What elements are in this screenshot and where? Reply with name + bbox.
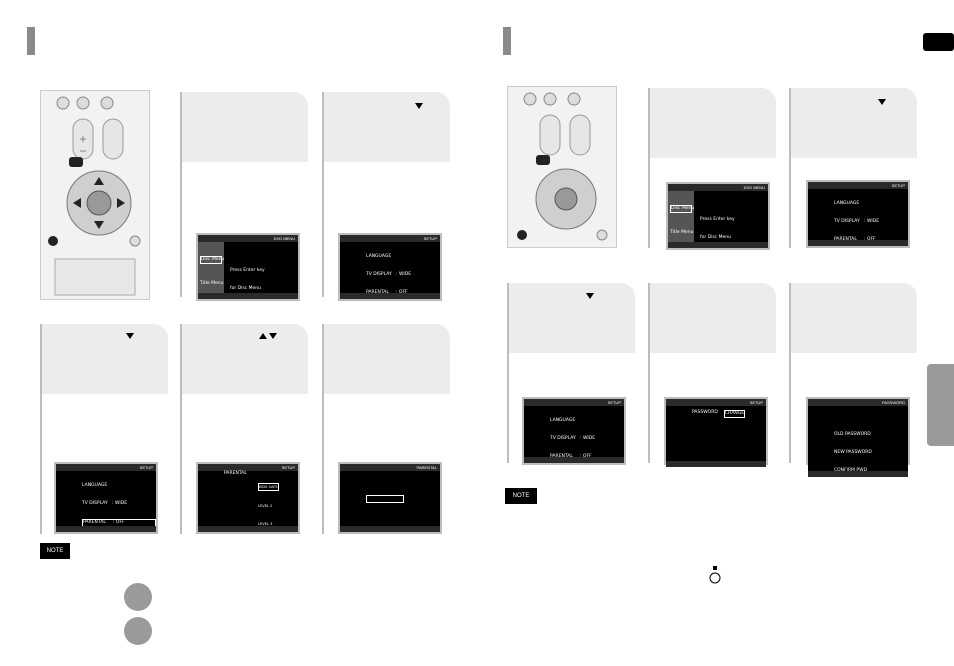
left-screen-parental-password: PARENTAL	[338, 462, 442, 534]
down-arrow-icon	[269, 333, 277, 339]
side-item: Audio	[670, 253, 683, 258]
language-tab	[923, 33, 954, 51]
setup-line: TV DISPLAY : WIDE	[82, 501, 128, 506]
svg-text:−: −	[79, 144, 86, 158]
setup-line: PARENTAL : OFF	[366, 290, 408, 295]
level-item: LEVEL 6	[258, 576, 273, 580]
down-arrow-icon	[878, 99, 886, 105]
setup-line: PASSWORD : CHANGE	[550, 472, 624, 480]
right-screen-dvd-menu: DVD MENU Disc Menu Title Menu Audio Setu…	[666, 182, 770, 281]
password-line: NEW PASSWORD	[834, 450, 872, 455]
side-item: Disc Menu	[200, 256, 225, 264]
remote-illustration: + −	[48, 96, 141, 296]
down-arrow-icon	[586, 293, 594, 299]
setup-line: TV DISPLAY : WIDE	[550, 436, 596, 441]
remote-illustration	[517, 92, 608, 241]
password-value: CHANGE	[723, 410, 746, 418]
clock-icon	[709, 566, 721, 584]
level-item: LEVEL 5	[258, 558, 273, 562]
right-screen-password-entry: PASSWORD OLD PASSWORD NEW PASSWORD CONFI…	[806, 397, 910, 477]
setup-line: LANGUAGE	[834, 201, 860, 206]
screen-header: SETUP	[666, 399, 766, 406]
side-item: Title Menu	[200, 281, 224, 286]
right-step-box-1	[648, 88, 776, 248]
svg-text:+: +	[79, 132, 86, 146]
side-item: Audio	[200, 304, 213, 309]
setup-line: PASSWORD : CHANGE	[834, 255, 890, 260]
right-screen-setup: SETUP LANGUAGE TV DISPLAY : WIDE PARENTA…	[806, 180, 910, 296]
screen-header: SETUP	[56, 464, 156, 471]
left-screen-parental-levels: SETUP PARENTAL KIDS SAFE LEVEL 2 LEVEL 3…	[196, 462, 300, 616]
left-note-label: NOTE	[40, 543, 70, 559]
setup-line: LOGO : ORIGINAL	[550, 492, 601, 497]
right-step-box-5	[789, 283, 917, 463]
right-step-box-3	[507, 283, 635, 463]
screen-header: PASSWORD	[808, 399, 908, 406]
password-line: CONFIRM PWD	[834, 468, 868, 473]
setup-line: LANGUAGE	[366, 254, 392, 259]
setup-line: TV DISPLAY : WIDE	[834, 219, 880, 224]
setup-line: LANGUAGE	[82, 483, 108, 488]
screen-message: for Disc Menu	[230, 286, 261, 291]
screen-header: DVD MENU	[198, 235, 298, 242]
chapter-side-tab	[927, 364, 954, 446]
bullet-circle-icon	[124, 617, 152, 645]
screen-header: SETUP	[198, 464, 298, 471]
remote-control-left: + −	[40, 90, 150, 300]
right-note-label: NOTE	[505, 488, 537, 504]
left-screen-parental-select: SETUP LANGUAGE TV DISPLAY : WIDE PARENTA…	[54, 462, 158, 580]
screen-message: Press Enter key	[700, 217, 735, 222]
right-screen-password-change: SETUP PASSWORD CHANGE	[664, 397, 768, 467]
screen-message: for Disc Menu	[700, 235, 731, 240]
level-item: LEVEL 7	[258, 594, 273, 598]
right-step-box-4	[648, 283, 776, 463]
down-arrow-icon	[126, 333, 134, 339]
level-item: LEVEL 4	[258, 540, 273, 544]
up-arrow-icon	[259, 333, 267, 339]
setup-line: DVD TYPE : DVD AUDIO	[550, 510, 609, 515]
parental-label: PARENTAL	[224, 471, 247, 476]
screen-header: PARENTAL	[340, 464, 440, 471]
side-item: Title Menu	[670, 230, 694, 235]
left-step-box-2	[322, 92, 450, 297]
remote-control-right	[507, 86, 617, 248]
left-screen-setup: SETUP LANGUAGE TV DISPLAY : WIDE PARENTA…	[338, 233, 442, 349]
right-step-box-2	[789, 88, 917, 248]
level-item: LEVEL 3	[258, 522, 273, 526]
setup-line: PARENTAL : OFF	[550, 454, 592, 459]
screen-header: SETUP	[340, 235, 440, 242]
setup-line: LANGUAGE	[550, 418, 576, 423]
setup-line: PASSWORD : CHANGE	[366, 308, 422, 313]
setup-line: LOGO : ORIGINAL	[834, 273, 885, 278]
side-item: Disc Menu	[670, 205, 695, 213]
right-header-bar	[503, 27, 511, 55]
left-step-box-3	[40, 324, 168, 534]
screen-header: DVD MENU	[668, 184, 768, 191]
left-step-box-4	[180, 324, 308, 534]
right-screen-password-select: SETUP LANGUAGE TV DISPLAY : WIDE PARENTA…	[522, 397, 626, 515]
down-arrow-icon	[415, 103, 423, 109]
setup-line: PARENTAL : OFF	[834, 237, 876, 242]
level-item: KIDS SAFE	[258, 483, 279, 491]
level-item: LEVEL 2	[258, 504, 273, 508]
level-item: ADULT	[258, 612, 270, 616]
left-header-bar	[27, 27, 35, 55]
left-step-box-1	[180, 92, 308, 297]
bullet-circle-icon	[124, 583, 152, 611]
left-step-box-5	[322, 324, 450, 534]
setup-line: LOGO : ORIGINAL	[82, 557, 133, 562]
setup-line: DVD TYPE : DVD AUDIO	[82, 575, 141, 580]
setup-line: TV DISPLAY : WIDE	[366, 272, 412, 277]
password-label: PASSWORD	[692, 410, 718, 415]
screen-message: Press Enter key	[230, 268, 265, 273]
setup-line: PASSWORD : CHANGE	[82, 539, 138, 544]
screen-header: SETUP	[808, 182, 908, 189]
left-screen-dvd-menu: DVD MENU Disc Menu Title Menu Audio Setu…	[196, 233, 300, 332]
side-item: Setup	[670, 276, 684, 281]
password-line: OLD PASSWORD	[834, 432, 871, 437]
screen-header: SETUP	[524, 399, 624, 406]
